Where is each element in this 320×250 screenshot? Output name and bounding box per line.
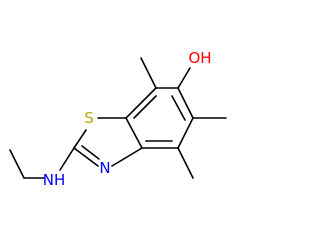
bond-c6-c5 [177, 87, 194, 119]
structure-canvas: OH S N NH [9, 49, 227, 189]
atom-label-hydroxyl: OH [188, 49, 211, 67]
bond-n-c3a [111, 147, 143, 167]
bond-c2-nh [59, 147, 75, 171]
bond-s-c2 [73, 129, 87, 149]
bond-c6-oh [177, 67, 191, 89]
molecule-structure: OH S N NH [9, 49, 227, 189]
bond-group [9, 57, 227, 179]
bond-c6-c5-inner [171, 95, 186, 121]
bond-ch2-ch3 [9, 149, 25, 179]
bond-c7a-c7 [125, 87, 157, 119]
bond-c3a-c7a [125, 117, 143, 149]
bond-c2-n [73, 147, 99, 167]
atom-label-sulfur: S [84, 109, 94, 127]
atom-label-nitrogen: N [99, 159, 110, 177]
bond-c2-n-inner [81, 145, 100, 160]
bond-c7-methyl [140, 57, 157, 89]
bond-c5-c4 [177, 117, 194, 149]
bond-c7a-c7-inner [133, 95, 157, 119]
atom-label-amine: NH [43, 171, 66, 189]
bond-c4-methyl [177, 147, 194, 179]
